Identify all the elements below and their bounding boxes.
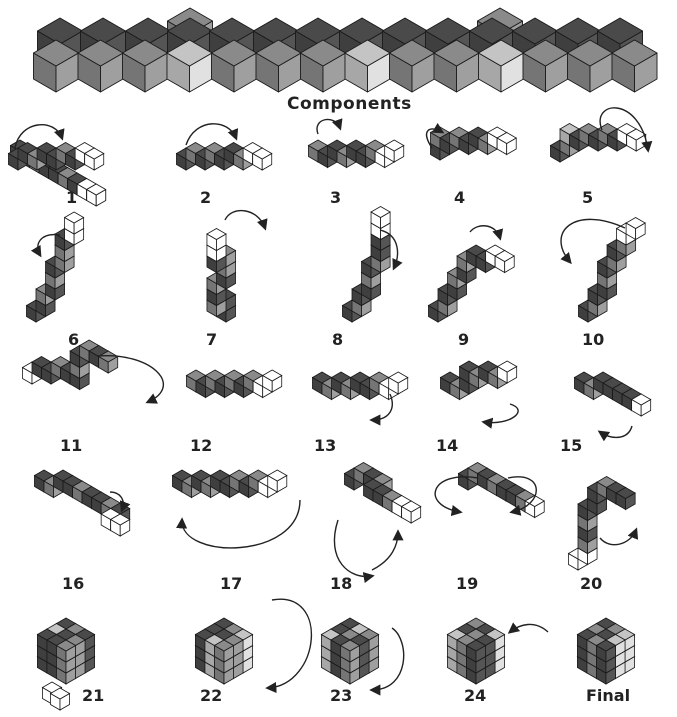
step-label: 5	[582, 188, 593, 207]
step-label: 13	[314, 436, 336, 455]
rotation-arrow	[484, 404, 518, 423]
step-label: 7	[206, 330, 217, 349]
step-label: 12	[190, 436, 212, 455]
step-label: 24	[464, 686, 486, 705]
rotation-arrow	[470, 226, 500, 238]
step-label: 9	[458, 330, 469, 349]
step-label: 23	[330, 686, 352, 705]
step-label: 16	[62, 574, 84, 593]
step-label: 22	[200, 686, 222, 705]
step-label: 18	[330, 574, 352, 593]
rotation-arrow	[225, 211, 265, 228]
rotation-arrow	[182, 500, 300, 548]
rotation-arrow	[600, 530, 636, 545]
step-label: 19	[456, 574, 478, 593]
rotation-arrow	[372, 532, 398, 570]
step-label: 21	[82, 686, 104, 705]
step-label: 17	[220, 574, 242, 593]
rotation-arrow	[186, 124, 236, 145]
step-label: 11	[60, 436, 82, 455]
step-label: 3	[330, 188, 341, 207]
step-label: 15	[560, 436, 582, 455]
rotation-arrow	[600, 426, 632, 437]
diagram-title: Components	[287, 94, 412, 114]
rotation-arrow	[268, 599, 311, 688]
step-label: 20	[580, 574, 602, 593]
step-label: 4	[454, 188, 465, 207]
step-label: 8	[332, 330, 343, 349]
step-label: 1	[66, 188, 77, 207]
step-label: 2	[200, 188, 211, 207]
rotation-arrow	[317, 119, 340, 134]
step-label: Final	[586, 686, 630, 705]
step-label: 6	[68, 330, 79, 349]
step-label: 14	[436, 436, 458, 455]
rotation-arrow	[510, 624, 548, 632]
rotation-arrow	[334, 520, 372, 577]
step-label: 10	[582, 330, 604, 349]
